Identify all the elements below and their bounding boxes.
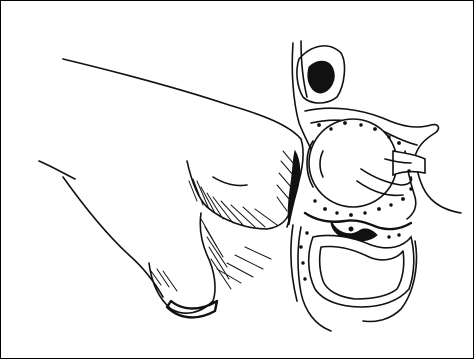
knuckle-contact-shadow bbox=[288, 151, 300, 225]
orbital-floor-fractured bbox=[305, 213, 411, 229]
fist-top-contour bbox=[63, 59, 301, 139]
fist-bottom-contour bbox=[63, 177, 163, 297]
maxilla-outer-2 bbox=[291, 225, 297, 301]
finger-curl-inner bbox=[200, 213, 215, 301]
wrist-line-upper bbox=[39, 161, 75, 179]
thumb-shadow-hatching bbox=[189, 179, 277, 227]
fist-drawing bbox=[39, 59, 303, 317]
orbit-cross-section bbox=[291, 41, 461, 331]
thumb-crease bbox=[213, 177, 247, 186]
